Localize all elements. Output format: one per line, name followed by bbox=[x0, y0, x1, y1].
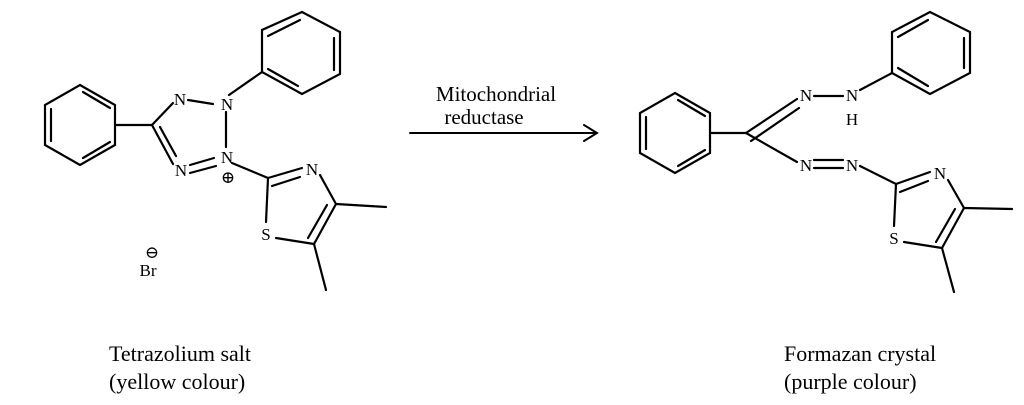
reactant-caption: Tetrazolium salt (yellow colour) bbox=[109, 341, 251, 394]
tetrazolium-salt-structure: N N N N ⊕ N S ⊖ Br bbox=[43, 10, 388, 292]
reactant-n4-label: N bbox=[174, 90, 186, 109]
reactant-caption-line1: Tetrazolium salt bbox=[109, 341, 251, 366]
formazan-structure: N N H N N N S bbox=[638, 10, 1014, 294]
arrow-label-line2: reductase bbox=[444, 105, 523, 129]
product-azo-n1-label: N bbox=[800, 156, 812, 175]
product-formazan-chain bbox=[744, 71, 898, 186]
product-thiazole-s-label: S bbox=[889, 229, 898, 248]
product-top-phenyl bbox=[890, 10, 972, 96]
reactant-tetrazole-ring bbox=[150, 98, 228, 175]
product-left-phenyl bbox=[638, 91, 748, 175]
reactant-n2-label: N bbox=[221, 148, 233, 167]
product-n-upper-label: N bbox=[800, 86, 812, 105]
reactant-n1-label: N bbox=[175, 161, 187, 180]
reactant-thiazole-n-label: N bbox=[306, 160, 318, 179]
reaction-arrow-head bbox=[583, 124, 599, 142]
product-thiazole bbox=[892, 170, 1014, 294]
reactant-thiazole bbox=[230, 161, 388, 292]
product-caption-line2: (purple colour) bbox=[784, 369, 917, 394]
reactant-thiazole-s-label: S bbox=[261, 225, 270, 244]
product-nh-h-label: H bbox=[846, 110, 858, 129]
arrow-label-line1: Mitochondrial bbox=[436, 82, 556, 106]
product-caption-line1: Formazan crystal bbox=[784, 341, 936, 366]
bromide-label: Br bbox=[140, 261, 157, 280]
product-azo-n2-label: N bbox=[846, 156, 858, 175]
reactant-caption-line2: (yellow colour) bbox=[109, 369, 245, 394]
reactant-n3-label: N bbox=[221, 95, 233, 114]
product-caption: Formazan crystal (purple colour) bbox=[784, 341, 936, 394]
product-nh-n-label: N bbox=[846, 86, 858, 105]
bromide-charge: ⊖ bbox=[145, 243, 159, 262]
reactant-left-phenyl bbox=[43, 83, 154, 167]
reactant-top-phenyl bbox=[227, 10, 342, 97]
product-thiazole-n-label: N bbox=[934, 164, 946, 183]
reaction-arrow-group: Mitochondrial reductase bbox=[409, 82, 599, 142]
reactant-positive-charge: ⊕ bbox=[221, 168, 235, 187]
